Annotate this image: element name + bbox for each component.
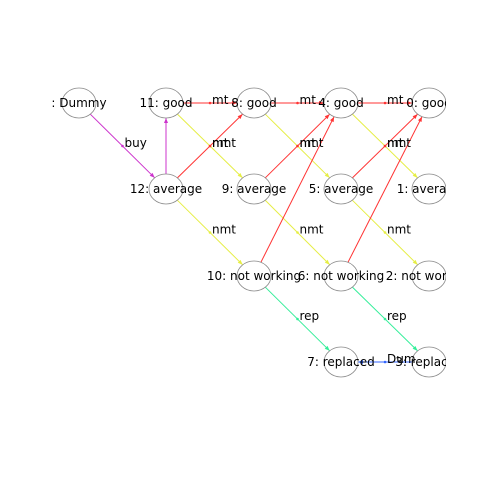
node-dummy[interactable]: : Dummy	[51, 87, 107, 119]
edge-label-marker	[383, 101, 387, 105]
edge-label-marker	[296, 317, 299, 321]
node-n0[interactable]: 0: good	[406, 87, 451, 119]
node-label: 5: average	[309, 182, 374, 196]
node-ellipse	[236, 87, 272, 119]
edge-label: mt	[387, 136, 404, 150]
node-label: 9: average	[222, 182, 287, 196]
edge-arrowhead	[237, 114, 243, 120]
edge-label: nmt	[387, 136, 411, 150]
edge-arrowhead	[324, 114, 330, 120]
edge-arrowhead	[412, 345, 418, 351]
node-label: 0: good	[406, 96, 451, 110]
edge-label-marker	[383, 360, 387, 364]
edge-label: mt	[212, 93, 229, 107]
edge-arrowhead	[237, 172, 243, 178]
node-n9[interactable]: 9: average	[222, 173, 287, 205]
node-ellipse	[411, 260, 446, 292]
edge-arrowhead	[149, 172, 155, 178]
node-ellipse	[411, 346, 446, 378]
node-n8[interactable]: 8: good	[231, 87, 277, 119]
edge-label-marker	[296, 101, 299, 105]
node-ellipse	[236, 260, 272, 292]
edge-arrowhead	[319, 101, 324, 105]
edge-label: mt	[300, 93, 317, 107]
edge-arrowhead	[358, 360, 363, 364]
node-ellipse	[236, 173, 272, 205]
node-n12[interactable]: 12: average	[130, 173, 202, 205]
edge-label: rep	[387, 309, 407, 323]
edge-label: nmt	[212, 223, 236, 237]
node-label: 11: good	[139, 96, 192, 110]
node-ellipse	[323, 260, 359, 292]
node-ellipse	[411, 173, 446, 205]
node-ellipse	[61, 87, 97, 119]
node-n7[interactable]: 7: replaced	[307, 346, 375, 378]
edge-n10-n4	[260, 116, 335, 263]
node-n2[interactable]: 2: not working	[386, 260, 473, 292]
edge-n6-n0	[347, 116, 423, 263]
edge-label: mt	[300, 136, 317, 150]
edge-label: mt	[212, 136, 229, 150]
edge-label-marker	[383, 231, 387, 234]
edge-arrowhead	[232, 101, 237, 105]
edge-label: nmt	[300, 223, 324, 237]
edge-arrowhead	[324, 172, 330, 178]
edge-arrowhead	[417, 116, 423, 123]
edge-label-marker	[208, 101, 212, 105]
node-label: 12: average	[130, 182, 202, 196]
edge-arrowhead	[412, 172, 418, 178]
edge-label-marker	[208, 144, 212, 148]
edge-label: mt	[387, 93, 404, 107]
node-ellipse	[411, 87, 446, 119]
edge-arrowhead	[330, 116, 335, 123]
node-label: 6: not working	[298, 269, 385, 283]
node-n6[interactable]: 6: not working	[298, 260, 385, 292]
edge-label: nmt	[212, 136, 236, 150]
edge-arrowhead	[412, 259, 418, 265]
node-ellipse	[323, 87, 359, 119]
node-ellipse	[323, 346, 359, 378]
edge-label-marker	[383, 317, 387, 321]
edge-label-marker	[296, 231, 299, 234]
node-label: : Dummy	[51, 96, 106, 110]
node-ellipse	[148, 87, 184, 119]
node-ellipse	[148, 173, 184, 205]
node-n10[interactable]: 10: not working	[207, 260, 301, 292]
node-ellipse	[323, 173, 359, 205]
node-n11[interactable]: 11: good	[139, 87, 193, 119]
edge-label: nmt	[387, 223, 411, 237]
edge-label: Dum	[387, 352, 416, 366]
node-n4[interactable]: 4: good	[318, 87, 364, 119]
node-label: 4: good	[318, 96, 363, 110]
node-label: 10: not working	[207, 269, 301, 283]
edge-label-marker	[383, 144, 387, 148]
edge-arrowhead	[164, 118, 168, 123]
node-n5[interactable]: 5: average	[309, 173, 374, 205]
node-label: 8: good	[231, 96, 276, 110]
nodes-layer: : Dummy 11: good 8: good 4: good 0: good 12: …	[51, 87, 473, 378]
node-label: 3: replaced	[395, 355, 462, 369]
node-label: 2: not working	[386, 269, 473, 283]
edge-arrowhead	[324, 259, 330, 265]
node-label: 1: average	[397, 182, 462, 196]
edge-arrowhead	[407, 101, 412, 105]
edge-arrowhead	[412, 114, 418, 120]
edge-arrowhead	[324, 345, 330, 351]
node-n1[interactable]: 1: average	[397, 173, 462, 205]
edge-label-marker	[296, 144, 299, 148]
edge-arrowhead	[237, 259, 243, 265]
node-n3[interactable]: 3: replaced	[395, 346, 462, 378]
edge-label-marker	[121, 144, 124, 148]
edge-label: rep	[300, 309, 320, 323]
edge-label-marker	[208, 231, 212, 234]
node-label: 7: replaced	[307, 355, 374, 369]
edge-label: buy	[125, 136, 147, 150]
edge-label: nmt	[300, 136, 324, 150]
